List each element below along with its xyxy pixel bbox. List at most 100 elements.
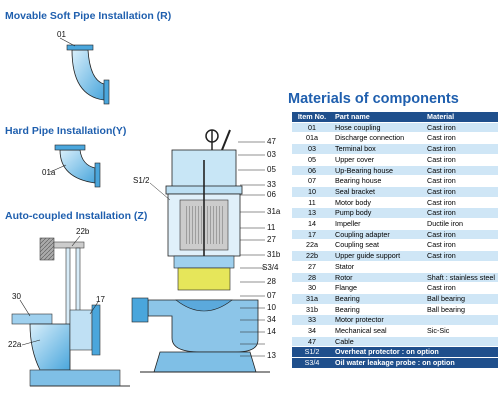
table-cell: Motor protector [332, 314, 424, 327]
section-title-hard: Hard Pipe Installation(Y) [5, 125, 127, 137]
table-cell: Cast iron [424, 132, 498, 145]
table-cell: Shaft : stainless steel [424, 272, 498, 284]
table-cell: Hose coupling [332, 122, 424, 134]
table-cell: 28 [292, 272, 332, 284]
table-cell: 31b [292, 304, 332, 316]
table-cell: Coupling adapter [332, 229, 424, 241]
callout-14: 14 [267, 327, 276, 336]
callout-s34: S3/4 [262, 263, 279, 272]
table-cell: 22b [292, 250, 332, 262]
table-cell: 06 [292, 165, 332, 177]
section-title-movable: Movable Soft Pipe Installation (R) [5, 10, 172, 22]
table-cell [424, 314, 498, 327]
table-cell: Up-Bearing house [332, 165, 424, 177]
callout-47: 47 [267, 137, 276, 146]
table-cell: Cast iron [424, 239, 498, 252]
table-cell: Cable [332, 336, 424, 348]
table-cell: 01a [292, 132, 332, 145]
table-cell: Sic-Sic [424, 325, 498, 337]
table-cell: 05 [292, 154, 332, 166]
table-cell: Ductile iron [424, 218, 498, 230]
table-cell: 07 [292, 175, 332, 187]
callout-01: 01 [57, 30, 66, 39]
table-cell: Ball bearing [424, 293, 498, 305]
footer-code: S3/4 [292, 357, 332, 369]
callout-03: 03 [267, 150, 276, 159]
table-cell: 34 [292, 325, 332, 337]
table-cell [424, 336, 498, 348]
callout-30: 30 [12, 292, 21, 301]
callout-33: 33 [267, 180, 276, 189]
table-cell: 03 [292, 143, 332, 155]
table-cell: 47 [292, 336, 332, 348]
table-cell: Cast iron [424, 122, 498, 134]
footer-note: Oil water leakage probe : on option [332, 357, 498, 369]
table-cell: Discharge connection [332, 132, 424, 145]
table-cell: 30 [292, 282, 332, 294]
footer-note: Overheat protector : on option [332, 346, 498, 359]
auto-coupled-assembly [11, 235, 130, 387]
table-cell: Ball bearing [424, 304, 498, 316]
table-cell: Cast iron [424, 250, 498, 262]
table-cell: Cast iron [424, 197, 498, 209]
callout-11: 11 [267, 223, 276, 232]
callout-01a: 01a [42, 168, 56, 177]
table-cell: Cast iron [424, 154, 498, 166]
table-cell: Cast iron [424, 229, 498, 241]
table-cell: 22a [292, 239, 332, 252]
table-cell: 31a [292, 293, 332, 305]
soft-pipe-elbow [59, 37, 110, 105]
callout-10: 10 [267, 303, 276, 312]
table-cell: Upper cover [332, 154, 424, 166]
table-cell: 27 [292, 261, 332, 273]
table-cell: 13 [292, 207, 332, 220]
callout-31a: 31a [267, 207, 281, 216]
table-cell: Mechanical seal [332, 325, 424, 337]
table-cell: Cast iron [424, 143, 498, 155]
table-cell: Upper guide support [332, 250, 424, 262]
table-cell: Rotor [332, 272, 424, 284]
table-cell: 14 [292, 218, 332, 230]
table-cell: 01 [292, 122, 332, 134]
callout-06: 06 [267, 190, 276, 199]
pump-body-drawing [131, 129, 270, 373]
table-cell: Coupling seat [332, 239, 424, 252]
callout-22a: 22a [8, 340, 22, 349]
table-cell: Stator [332, 261, 424, 273]
table-cell: Cast iron [424, 175, 498, 187]
table-cell: Cast iron [424, 165, 498, 177]
pump-cross-section [131, 129, 270, 373]
table-cell: Bearing house [332, 175, 424, 187]
table-cell [424, 261, 498, 273]
table-cell: Impeller [332, 218, 424, 230]
table-cell: 11 [292, 197, 332, 209]
hard-pipe-elbow [49, 144, 101, 188]
table-cell: 10 [292, 186, 332, 198]
table-cell: Flange [332, 282, 424, 294]
callout-05: 05 [267, 165, 276, 174]
table-cell: Bearing [332, 304, 424, 316]
callout-17: 17 [96, 295, 105, 304]
footer-code: S1/2 [292, 346, 332, 359]
callout-31b: 31b [267, 250, 281, 259]
table-cell: Bearing [332, 293, 424, 305]
